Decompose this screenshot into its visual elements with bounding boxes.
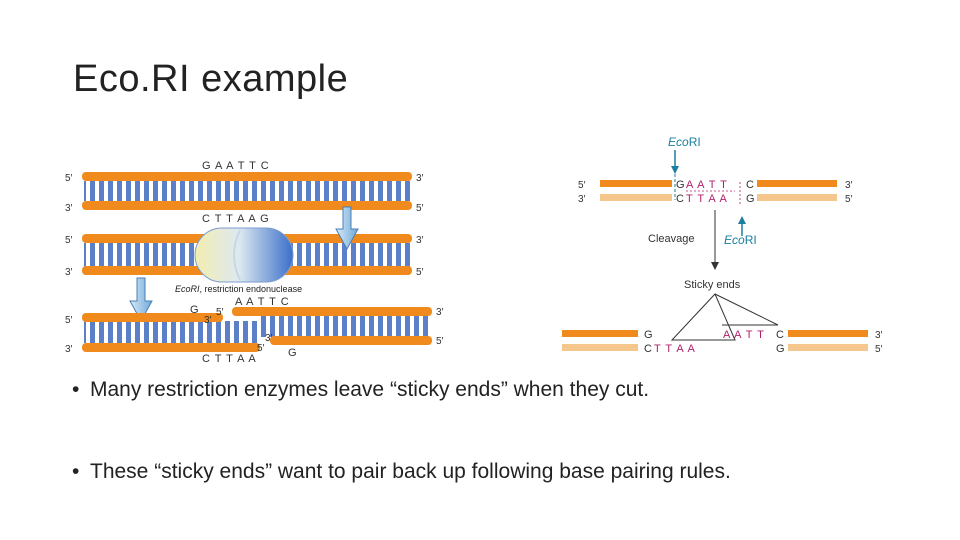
label-3prime: 3′ — [875, 330, 883, 341]
label-3prime: 3′ — [578, 194, 586, 205]
sticky-ends-label: Sticky ends — [684, 279, 741, 291]
ecori-right-diagram: EcoRI 5′ 3′ G A A T T C C T T A A G 3′ 5… — [562, 135, 883, 355]
top-C: C — [746, 179, 754, 191]
slide-title: Eco.RI example — [73, 58, 349, 100]
enzyme-name-bottom: EcoRI — [724, 233, 757, 247]
frag-left-top-G: G — [644, 329, 653, 341]
label-5prime: 5′ — [65, 235, 73, 246]
frag-right-top-C: C — [776, 329, 784, 341]
cleavage-label: Cleavage — [648, 233, 694, 245]
strand-top — [757, 180, 837, 187]
bottom-G: G — [746, 193, 755, 205]
label-3prime: 3′ — [65, 344, 73, 355]
cut-bottom-right: G — [288, 347, 297, 359]
bottom-C: C — [676, 193, 684, 205]
label-5prime: 5′ — [875, 344, 883, 355]
label-3prime: 3′ — [265, 333, 273, 344]
dna-strand-top — [82, 172, 412, 210]
strand-bottom — [788, 344, 868, 351]
label-5prime: 5′ — [578, 180, 586, 191]
label-3prime: 3′ — [845, 180, 853, 191]
label-5prime: 5′ — [65, 173, 73, 184]
dna-fragment-right — [232, 307, 432, 345]
enzyme-label: EcoRI, restriction endonuclease — [175, 284, 302, 294]
strand-bottom — [562, 344, 638, 351]
label-5prime: 5′ — [845, 194, 853, 205]
seq-bottom: C T T A A G — [202, 213, 270, 225]
bullet-item: Many restriction enzymes leave “sticky e… — [72, 375, 932, 405]
label-5prime: 5′ — [436, 336, 444, 347]
arrow-down-icon — [671, 166, 679, 174]
strand-top — [562, 330, 638, 337]
label-5prime: 5′ — [216, 307, 224, 318]
bottom-TTAA: T T A A — [686, 193, 728, 205]
ecori-enzyme-shape — [194, 227, 294, 283]
label-5prime: 5′ — [257, 343, 265, 354]
bullet-list: Many restriction enzymes leave “sticky e… — [72, 375, 932, 487]
strand-bottom — [600, 194, 672, 201]
frag-right-AATT: A A T T — [723, 329, 765, 341]
label-3prime: 3′ — [65, 203, 73, 214]
enzyme-name-top: EcoRI — [668, 135, 701, 149]
strand-top — [600, 180, 672, 187]
cut-top-left: G — [190, 304, 199, 316]
label-5prime: 5′ — [416, 267, 424, 278]
frag-left-bottom-C: C — [644, 343, 652, 355]
label-5prime: 5′ — [416, 203, 424, 214]
seq-top: G A A T T C — [202, 160, 270, 172]
frag-right-bottom-G: G — [776, 343, 785, 355]
label-3prime: 3′ — [416, 235, 424, 246]
cut-top-right: A A T T C — [235, 296, 290, 308]
cut-arrow-icon — [129, 277, 153, 323]
ecori-left-diagram: G A A T T C C T T A A G 5′ 3′ 3′ 5′ 5′ 3… — [65, 160, 444, 365]
label-3prime: 3′ — [204, 315, 212, 326]
label-3prime: 3′ — [416, 173, 424, 184]
arrow-up-icon — [738, 216, 746, 224]
top-G: G — [676, 179, 685, 191]
label-3prime: 3′ — [65, 267, 73, 278]
bullet-item: These “sticky ends” want to pair back up… — [72, 457, 932, 487]
top-AATT: A A T T — [686, 179, 728, 191]
dna-fragment-left — [82, 313, 260, 352]
label-3prime: 3′ — [436, 307, 444, 318]
label-5prime: 5′ — [65, 315, 73, 326]
cut-arrow-icon — [335, 206, 359, 251]
strand-top — [788, 330, 868, 337]
strand-bottom — [757, 194, 837, 201]
frag-left-TTAA: T T A A — [654, 343, 696, 355]
arrow-down-icon — [711, 262, 719, 270]
cut-bottom-left: C T T A A — [202, 353, 257, 365]
